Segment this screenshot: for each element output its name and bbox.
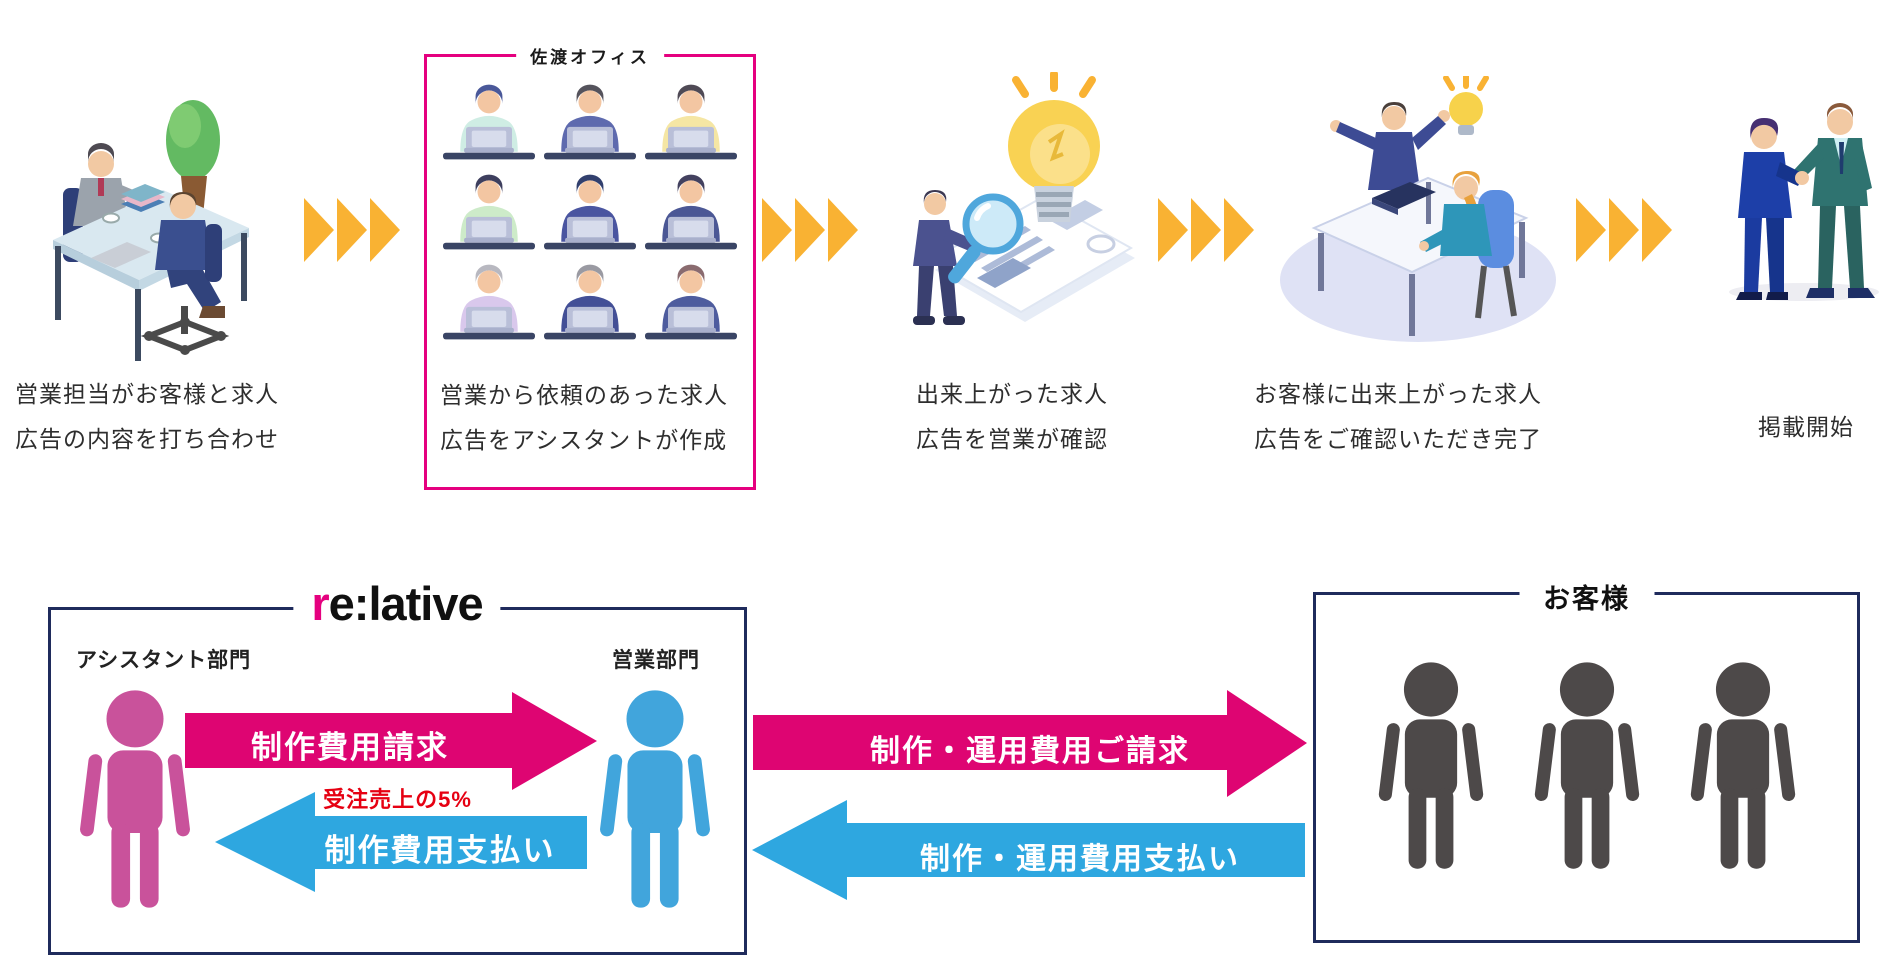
step3-caption-line2: 広告を営業が確認 [916,426,1108,452]
step3-caption: 出来上がった求人 広告を営業が確認 [916,372,1108,462]
assistant-dept-label: アシスタント部門 [76,649,252,672]
assistant-worker-icon [544,83,636,163]
assistant-worker-icon [544,173,636,253]
meeting-illustration [53,100,249,361]
step1-caption-line1: 営業担当がお客様と求人 [15,381,279,407]
five-percent-note: 受注売上の5% [323,787,472,812]
worker-row [443,263,737,343]
sado-office-label: 佐渡オフィス [516,43,664,68]
customer-box: お客様 [1313,577,1860,943]
customer-person-icon [1531,659,1643,874]
chevron-arrows-icon [304,198,400,262]
internal-payment-arrow-label: 制作費用支払い [324,833,556,868]
step2-caption-line1: 営業から依頼のあった求人 [440,382,728,408]
external-request-arrow-label: 制作・運用費用ご請求 [870,735,1190,768]
internal-request-arrow-label: 制作費用請求 [251,730,449,765]
relative-logo: re:lative [293,575,501,633]
assistant-worker-icon [443,263,535,343]
step5-caption: 掲載開始 [1758,405,1854,450]
internal-payment-arrow [215,792,587,892]
confirmation-meeting-illustration [1280,76,1556,342]
step4-caption-line1: お客様に出来上がった求人 [1254,381,1542,407]
handshake-illustration [1729,103,1879,301]
customer-label: お客様 [1519,577,1654,616]
customer-person-icon [1687,659,1799,874]
assistant-worker-icon [645,263,737,343]
sales-dept-label: 営業部門 [612,649,700,672]
step4-caption: お客様に出来上がった求人 広告をご確認いただき完了 [1254,372,1542,462]
assistant-worker-icon [443,173,535,253]
internal-request-arrow [185,692,597,790]
sales-person-icon [596,688,714,912]
step1-caption-line2: 広告の内容を打ち合わせ [15,426,279,452]
assistant-worker-icon [544,263,636,343]
assistant-person-icon [76,688,194,912]
step5-caption-line1: 掲載開始 [1758,414,1854,440]
worker-row [443,173,737,253]
step2-caption-line2: 広告をアシスタントが作成 [440,427,728,453]
external-payment-arrow-label: 制作・運用費用支払い [920,843,1240,876]
step1-caption: 営業担当がお客様と求人 広告の内容を打ち合わせ [15,372,279,462]
assistant-worker-icon [443,83,535,163]
step4-caption-line2: 広告をご確認いただき完了 [1254,426,1542,452]
step2-caption: 営業から依頼のあった求人 広告をアシスタントが作成 [440,373,728,463]
external-payment-arrow [752,800,1305,900]
customer-person-icon [1375,659,1487,874]
chevron-arrows-icon [1158,198,1254,262]
chevron-arrows-icon [1576,198,1672,262]
external-request-arrow [753,690,1307,797]
chevron-arrows-icon [762,198,858,262]
assistant-worker-icon [645,173,737,253]
step3-caption-line1: 出来上がった求人 [916,381,1108,407]
relative-logo-rest: e:lative [328,577,484,630]
sado-office-box: 佐渡オフィス 営業から依頼のあった求人 広告をアシスタントが作成 [424,43,756,490]
worker-row [443,83,737,163]
review-illustration [913,72,1135,325]
assistant-worker-icon [645,83,737,163]
relative-logo-prefix: r [311,577,329,630]
customer-people [1316,659,1857,874]
